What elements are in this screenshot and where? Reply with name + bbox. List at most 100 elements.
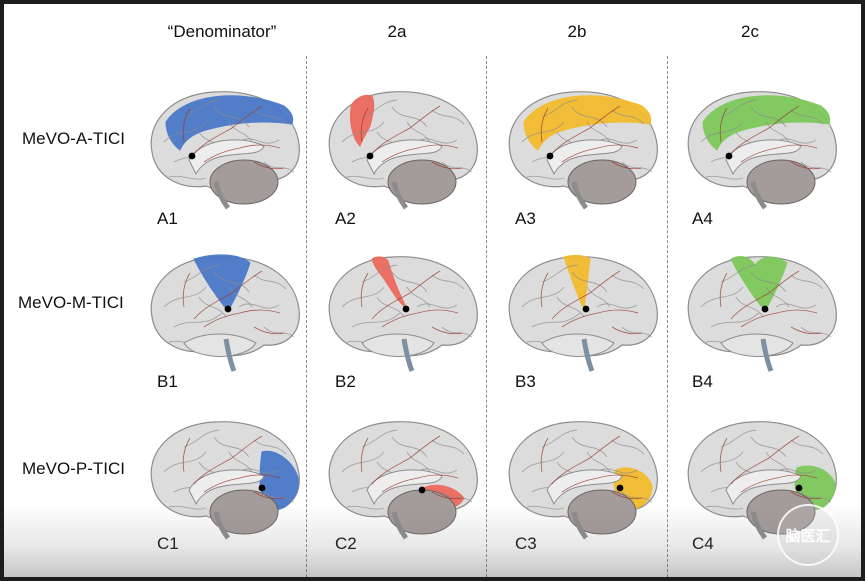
corpus-callosum: [725, 139, 802, 176]
sulcus-line: [431, 274, 465, 290]
vessel-line: [740, 312, 778, 328]
sulcus-line: [228, 451, 253, 473]
vessel-line: [193, 457, 233, 485]
carotid-stem: [760, 338, 774, 372]
sulcus-line: [263, 491, 295, 503]
sulcus-line: [168, 505, 207, 510]
brainstem-shape: [750, 511, 768, 540]
sulcus-line: [621, 491, 653, 503]
sulcus-line: [521, 451, 565, 473]
sulcus-line: [571, 436, 608, 458]
cell-label-c4: C4: [692, 534, 714, 553]
sulcus-line: [441, 326, 473, 338]
brain-a3: [508, 91, 658, 210]
carotid-stem: [223, 338, 237, 372]
cell-label-c3: C3: [515, 534, 537, 553]
occlusion-point-icon: [761, 305, 769, 313]
vessel-line: [740, 147, 778, 163]
brain-b4: [687, 256, 837, 372]
sulcus-line: [621, 326, 653, 338]
sulcus-line: [611, 109, 645, 125]
cell-label-b4: B4: [692, 372, 713, 391]
watermark-logo: 脑医汇: [777, 504, 839, 566]
cell-label-a3: A3: [515, 209, 536, 228]
vessel-line: [730, 457, 770, 485]
sulcus-line: [765, 121, 790, 143]
vessel-line: [203, 477, 241, 493]
occlusion-point-icon: [258, 484, 266, 492]
vessel-line: [776, 144, 818, 149]
sulcus-line: [621, 161, 653, 173]
occlusion-point-icon: [795, 484, 803, 492]
vessel-line: [381, 147, 419, 163]
brainstem-shape: [213, 181, 231, 210]
sulcus-line: [391, 271, 428, 293]
sulcus-line: [571, 106, 608, 128]
sulcus-line: [183, 99, 220, 118]
corpus-callosum: [546, 469, 623, 506]
sulcus-line: [163, 451, 207, 473]
sulcus-line: [700, 121, 744, 143]
sulcus-line: [800, 161, 832, 173]
sulcus-line: [183, 429, 220, 448]
row-label-anterior: MeVO-A-TICI: [22, 129, 125, 148]
sulcus-line: [361, 264, 398, 283]
vessel-line: [360, 437, 369, 473]
sulcus-line: [431, 439, 465, 455]
brainstem-shape: [391, 511, 409, 540]
brain-b1: [150, 254, 300, 372]
vessel-line: [182, 437, 191, 473]
sulcus-line: [750, 436, 787, 458]
vessel-line: [589, 270, 621, 294]
vessel-line: [768, 435, 800, 459]
vessel-line: [540, 107, 549, 143]
sulcus-line: [228, 286, 253, 308]
sulcus-line: [765, 451, 790, 473]
sulcus-line: [705, 505, 744, 510]
sulcus-line: [611, 439, 645, 455]
occlusion-point-icon: [224, 305, 232, 313]
cerebellum-shape: [209, 489, 279, 535]
sulcus-line: [376, 296, 405, 318]
sulcus-line: [391, 106, 428, 128]
vessel-line: [790, 491, 822, 500]
sulcus-line: [790, 109, 824, 125]
vessel-line: [551, 292, 591, 320]
vessel-line: [203, 312, 241, 328]
vessel-line: [417, 474, 459, 479]
sulcus-line: [213, 436, 250, 458]
vessel-line: [360, 272, 369, 308]
cerebellum-shape: [746, 159, 816, 205]
corpus-callosum: [725, 469, 802, 506]
sulcus-line: [541, 264, 578, 283]
vessel-line: [193, 292, 233, 320]
sulcus-line: [391, 436, 428, 458]
sulcus-line: [611, 274, 645, 290]
cell-label-a1: A1: [157, 209, 178, 228]
vessel-line: [730, 127, 770, 155]
vessel-line: [730, 292, 770, 320]
brainstem-shape: [571, 511, 589, 540]
sulcus-line: [531, 312, 581, 328]
temporal-lobe: [541, 333, 615, 357]
sulcus-line: [720, 429, 757, 448]
vessel-line: [719, 107, 728, 143]
vessel-line: [790, 161, 822, 170]
sulcus-line: [431, 109, 465, 125]
brainstem-shape: [213, 511, 231, 540]
sulcus-line: [238, 303, 280, 309]
brain-c2: [328, 421, 478, 540]
vessel-line: [597, 144, 639, 149]
sulcus-line: [750, 106, 787, 128]
sulcus-line: [775, 303, 817, 309]
vessel-line: [431, 326, 463, 335]
sulcus-line: [700, 451, 744, 473]
sulcus-line: [705, 175, 744, 180]
sulcus-line: [541, 429, 578, 448]
vessel-line: [597, 474, 639, 479]
vessel-line: [193, 127, 233, 155]
cell-label-c1: C1: [157, 534, 179, 553]
sulcus-line: [441, 491, 473, 503]
brainstem-shape: [391, 181, 409, 210]
